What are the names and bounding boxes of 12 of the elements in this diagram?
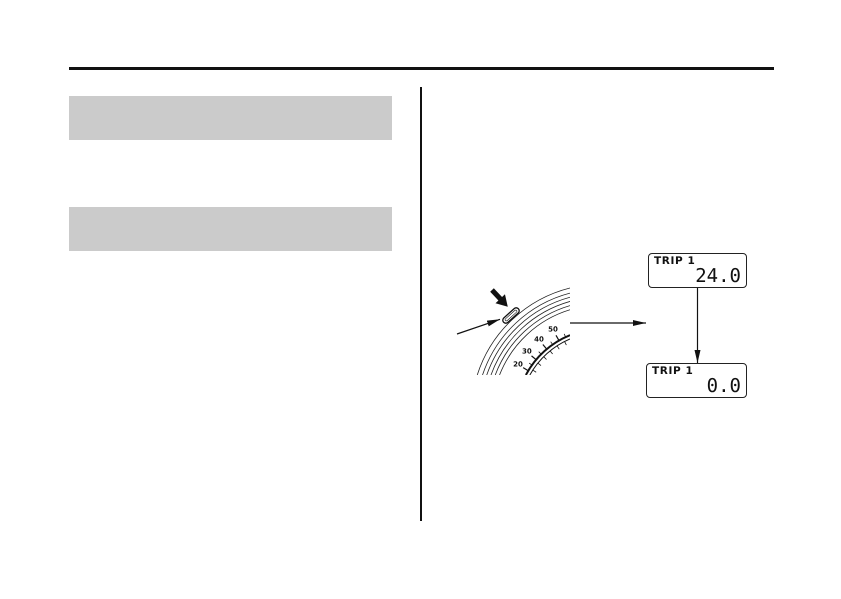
heading-band	[69, 96, 392, 140]
trip-display	[648, 253, 747, 288]
heading-band	[69, 207, 392, 251]
trip-display	[646, 363, 747, 398]
knob	[500, 306, 522, 325]
arrow	[694, 288, 700, 363]
mode-label: TRIP 1	[652, 366, 694, 378]
distance-reading: 0.0	[706, 377, 741, 396]
distance-reading: 24.0	[695, 267, 741, 286]
arrow	[570, 320, 646, 326]
leader-line	[456, 318, 500, 335]
mode-label: TRIP 1	[654, 256, 696, 268]
